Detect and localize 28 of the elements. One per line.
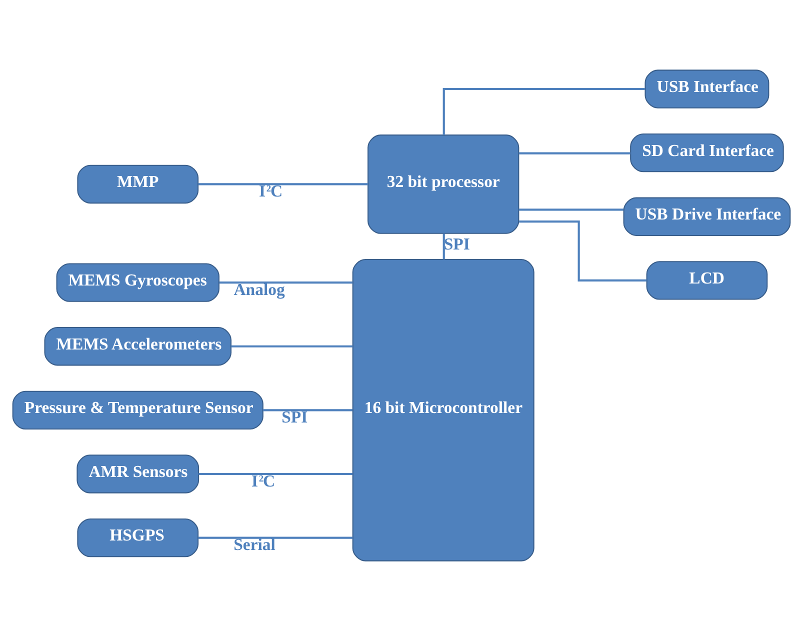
node-box: 32 bit processor — [368, 134, 520, 234]
edge-label: Analog — [234, 280, 285, 299]
connector — [198, 472, 353, 476]
connector — [518, 152, 630, 154]
connector — [198, 536, 353, 539]
node-box: USB Drive Interface — [623, 197, 791, 236]
connector — [198, 183, 368, 186]
node-box: SD Card Interface — [630, 133, 784, 172]
edge-label: I$^{2}$C — [259, 182, 283, 201]
node-box: 16 bit Microcontroller — [352, 259, 534, 562]
node-box: USB Interface — [644, 70, 770, 108]
connector — [442, 234, 445, 260]
node-box: LCD — [646, 261, 768, 300]
edge-label: I$^{2}$C — [252, 471, 276, 490]
connector — [518, 208, 624, 211]
connector — [519, 220, 647, 282]
edge-label: Serial — [234, 535, 276, 554]
node-box: MEMS Gyroscopes — [56, 263, 220, 302]
connector — [231, 345, 353, 348]
node-box: MEMS Accelerometers — [44, 327, 232, 366]
connector — [219, 282, 353, 284]
node-box: Pressure & Temperature Sensor — [12, 390, 264, 430]
connector — [263, 409, 353, 412]
node-box: AMR Sensors — [76, 454, 200, 494]
node-box: HSGPS — [77, 518, 199, 558]
connector — [442, 88, 645, 135]
node-box: MMP — [77, 164, 199, 204]
edge-label: SPI — [282, 408, 308, 427]
